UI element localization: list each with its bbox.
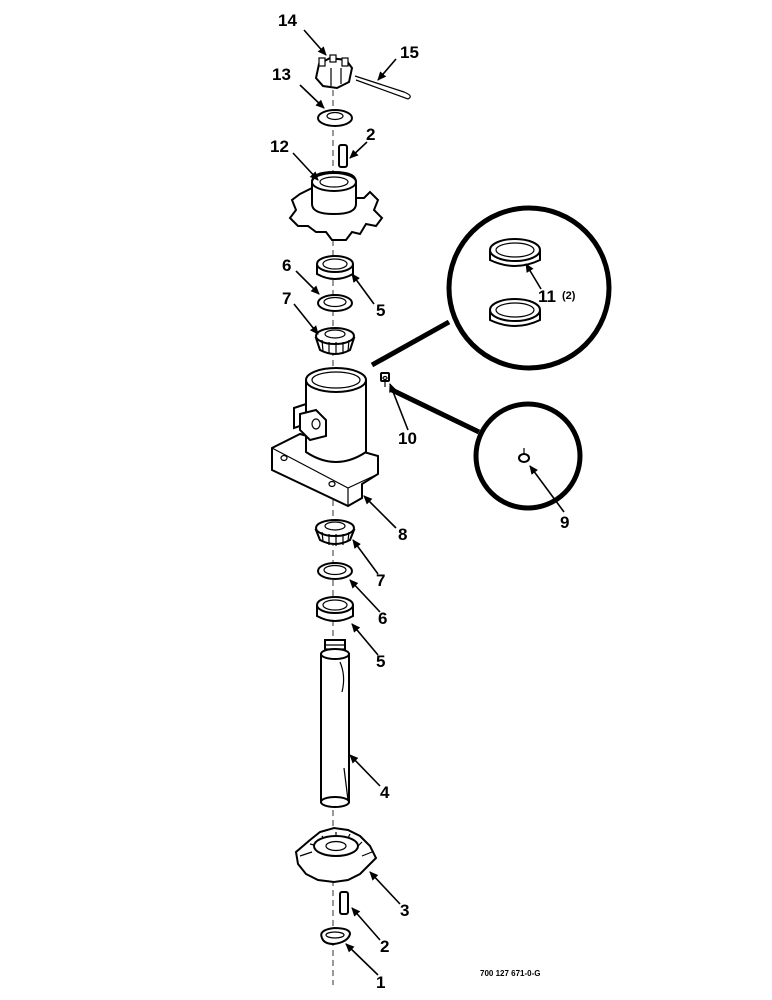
callout-7-upper: 7 — [282, 289, 291, 308]
callout-11-quantity: (2) — [562, 290, 576, 302]
callout-9: 9 — [560, 513, 569, 532]
roll-pin-upper — [338, 144, 348, 168]
bearing-cone-upper — [314, 327, 356, 355]
gearbox-housing — [271, 367, 379, 508]
detail-view-grease-fitting — [390, 387, 583, 511]
callout-8: 8 — [398, 525, 407, 544]
castle-nut — [314, 54, 354, 90]
bearing-cone-lower — [314, 519, 356, 546]
bearing-cup-lower — [316, 596, 354, 622]
seal-upper — [317, 294, 353, 312]
seal-lower — [317, 562, 353, 580]
callout-5-lower: 5 — [376, 652, 385, 671]
callout-6-upper: 6 — [282, 256, 291, 275]
leader-lines — [292, 29, 565, 976]
grease-fitting — [380, 372, 390, 387]
callout-2-upper: 2 — [366, 125, 375, 144]
detail-view-seal-rings — [370, 205, 612, 371]
callout-11: 11 — [538, 287, 556, 306]
callout-4: 4 — [380, 783, 390, 802]
callout-15: 15 — [400, 43, 419, 62]
washer — [317, 109, 353, 127]
bearing-cup-upper — [316, 255, 354, 280]
callout-14: 14 — [278, 11, 297, 30]
callout-10: 10 — [398, 429, 417, 448]
callout-1: 1 — [376, 973, 385, 992]
cotter-pin — [354, 75, 411, 100]
callout-6-lower: 6 — [378, 609, 387, 628]
sprocket — [288, 170, 384, 241]
shaft — [320, 639, 350, 808]
callout-5-upper: 5 — [376, 301, 385, 320]
drawing-number: 700 127 671-0-G — [480, 969, 541, 978]
callout-12: 12 — [270, 137, 289, 156]
snap-ring — [320, 926, 352, 946]
callout-2-lower: 2 — [380, 937, 389, 956]
callout-3: 3 — [400, 901, 409, 920]
callout-7-lower: 7 — [376, 571, 385, 590]
callout-labels: 14 15 13 2 12 6 5 7 11 (2) 10 8 9 7 6 5 … — [270, 11, 576, 992]
bevel-gear — [294, 826, 378, 884]
callout-13: 13 — [272, 65, 291, 84]
roll-pin-lower — [339, 891, 349, 915]
